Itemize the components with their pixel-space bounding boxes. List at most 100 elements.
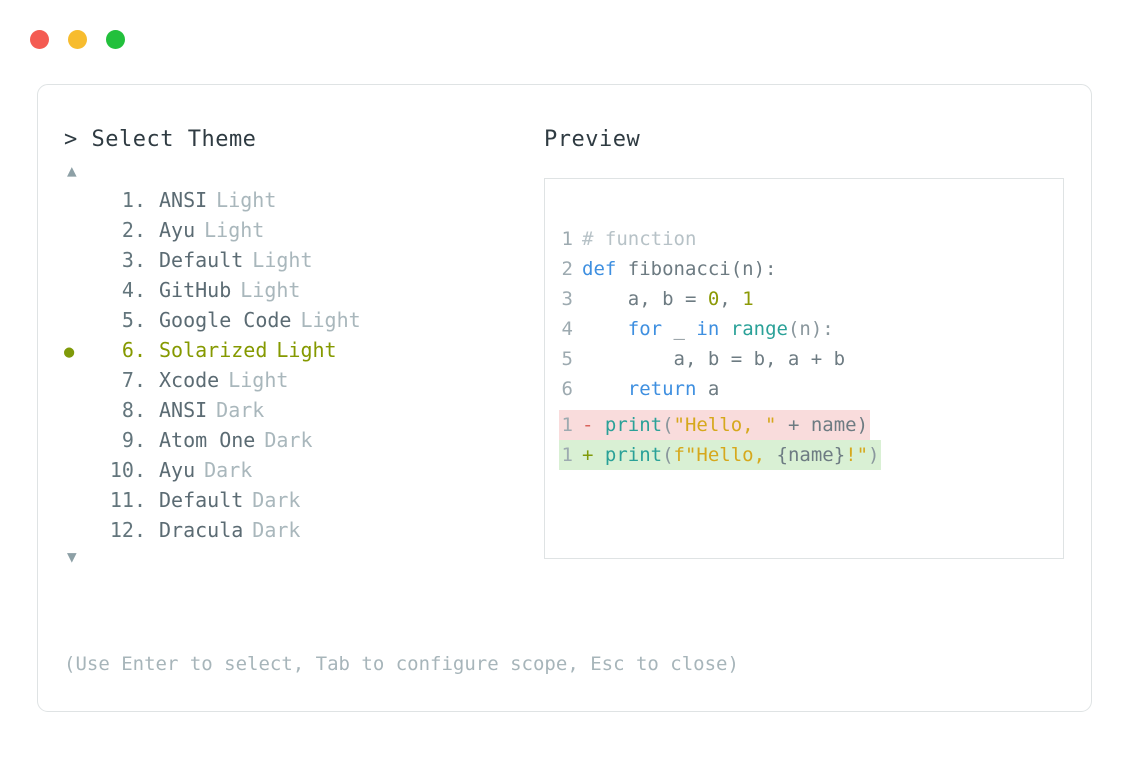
line-number: 5 — [561, 348, 573, 370]
page-title: > Select Theme — [64, 127, 257, 152]
selected-bullet-icon: ● — [64, 427, 94, 457]
code-token: a, b = b, a + b — [582, 348, 846, 370]
code-token: range — [730, 318, 788, 340]
diff-removed-line: 1- print("Hello, " + name) — [559, 410, 871, 440]
preview-title: Preview — [544, 127, 641, 152]
selected-bullet-icon: ● — [64, 517, 94, 547]
code-token: _ — [662, 318, 697, 340]
line-number: 2 — [561, 258, 573, 280]
selected-bullet-icon: ● — [64, 307, 94, 337]
maximize-window-button[interactable] — [106, 30, 125, 49]
theme-list-pane: > Select Theme ▲ ●1.ANSILight●2.AyuLight… — [64, 125, 534, 567]
diff-minus-marker: - — [582, 414, 605, 436]
code-line: 3 a, b = 0, 1 — [559, 284, 1063, 314]
theme-item-index: 8. — [121, 398, 146, 422]
theme-item-name: Dracula — [159, 518, 244, 542]
theme-item-index: 1. — [121, 188, 146, 212]
theme-item-variant: Dark — [264, 428, 313, 452]
theme-item-variant: Light — [228, 368, 289, 392]
theme-item-variant: Dark — [216, 398, 265, 422]
line-number: 4 — [561, 318, 573, 340]
theme-item-index: 3. — [121, 248, 146, 272]
theme-item-index: 9. — [121, 428, 146, 452]
theme-item-variant: Light — [240, 278, 301, 302]
theme-item-variant: Dark — [204, 458, 253, 482]
selected-bullet-icon: ● — [64, 247, 94, 277]
theme-item-variant: Light — [252, 248, 313, 272]
theme-item-name: Solarized — [159, 338, 268, 362]
line-number: 1 — [561, 444, 573, 466]
code-line: 1# function — [559, 224, 1063, 254]
theme-item-name: Google Code — [159, 308, 292, 332]
scroll-up-icon[interactable]: ▲ — [67, 161, 77, 180]
theme-item-variant: Light — [276, 338, 337, 362]
code-token: "Hello, " — [673, 414, 777, 436]
code-token: f"Hello, — [673, 444, 777, 466]
close-window-button[interactable] — [30, 30, 49, 49]
code-token: (n): — [787, 318, 834, 340]
theme-item-index: 11. — [109, 488, 146, 512]
theme-list[interactable]: ●1.ANSILight●2.AyuLight●3.DefaultLight●4… — [64, 185, 534, 545]
code-token: print — [604, 444, 663, 466]
theme-item-name: Atom One — [159, 428, 256, 452]
theme-item-variant: Light — [300, 308, 361, 332]
theme-item-name: Default — [159, 248, 244, 272]
theme-item-name: Ayu — [159, 458, 196, 482]
theme-picker-card: > Select Theme ▲ ●1.ANSILight●2.AyuLight… — [37, 84, 1092, 712]
code-token: for — [627, 318, 663, 340]
code-token: # function — [582, 228, 697, 250]
code-token: ( — [662, 414, 674, 436]
code-token: return — [627, 378, 697, 400]
code-token: , — [719, 288, 743, 310]
code-token — [719, 318, 730, 340]
theme-item-name: Ayu — [159, 218, 196, 242]
code-token: ) — [868, 444, 880, 466]
minimize-window-button[interactable] — [68, 30, 87, 49]
theme-item-name: ANSI — [159, 398, 208, 422]
selected-bullet-icon: ● — [64, 397, 94, 427]
code-token: ( — [662, 444, 674, 466]
keyboard-hint: (Use Enter to select, Tab to configure s… — [64, 653, 739, 675]
line-number: 6 — [561, 378, 573, 400]
theme-item-index: 10. — [109, 458, 146, 482]
selected-bullet-icon: ● — [64, 457, 94, 487]
theme-item-variant: Dark — [252, 488, 301, 512]
theme-list-item[interactable]: ● 10. Ayu Dark — [64, 455, 534, 485]
theme-list-item[interactable]: ● 6. Solarized Light — [64, 335, 534, 365]
code-line: 4 for _ in range(n): — [559, 314, 1063, 344]
selected-bullet-icon: ● — [64, 487, 94, 517]
code-token: def — [582, 258, 617, 280]
code-token — [582, 378, 628, 400]
selected-bullet-icon: ● — [64, 342, 75, 362]
code-token: {name} — [776, 444, 846, 466]
selected-bullet-icon: ● — [64, 217, 94, 247]
theme-list-item[interactable]: ● 3. Default Light — [64, 245, 534, 275]
theme-item-index: 6. — [121, 338, 146, 362]
line-number: 3 — [561, 288, 573, 310]
theme-item-index: 7. — [121, 368, 146, 392]
theme-item-index: 2. — [121, 218, 146, 242]
code-token: a, b = — [582, 288, 708, 310]
code-token — [582, 318, 628, 340]
scroll-down-icon[interactable]: ▼ — [67, 547, 77, 566]
theme-list-item[interactable]: ● 9. Atom One Dark — [64, 425, 534, 455]
code-token: 0 — [707, 288, 720, 310]
window-controls — [30, 30, 125, 49]
code-token: print — [604, 414, 663, 436]
diff-sample: 1- print("Hello, " + name)1+ print(f"Hel… — [559, 410, 882, 470]
theme-item-variant: Light — [204, 218, 265, 242]
theme-list-item[interactable]: ● 8. ANSI Dark — [64, 395, 534, 425]
code-token: a — [696, 378, 720, 400]
theme-item-name: ANSI — [159, 188, 208, 212]
theme-item-variant: Dark — [252, 518, 301, 542]
theme-list-item[interactable]: ● 2. Ayu Light — [64, 215, 534, 245]
